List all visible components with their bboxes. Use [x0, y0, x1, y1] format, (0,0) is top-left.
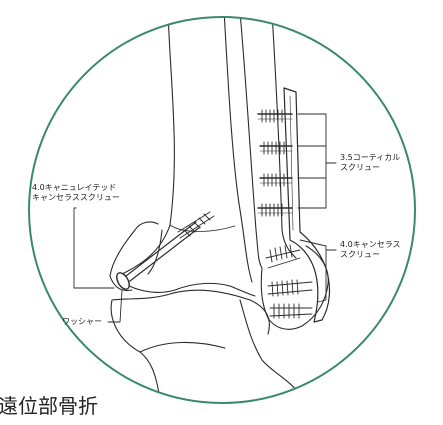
label-cannulated-screw-line2: キャンセラススクリュー [32, 193, 120, 203]
label-cancellous-screw-line1: 4.0キャンセラス [340, 240, 401, 250]
caption: 遠位部骨折 [0, 394, 98, 418]
label-cancellous-screw: 4.0キャンセラス スクリュー [340, 240, 401, 260]
cancellous-screws [266, 245, 312, 318]
label-cortical-screw: 3.5コーティカル スクリュー [340, 153, 400, 173]
magnifier-circle [29, 17, 415, 403]
label-cannulated-screw: 4.0キャニュレイテッド キャンセラススクリュー [32, 183, 120, 203]
label-cancellous-screw-line2: スクリュー [340, 250, 401, 260]
label-cannulated-screw-line1: 4.0キャニュレイテッド [32, 183, 120, 193]
label-cortical-screw-line1: 3.5コーティカル [340, 153, 400, 163]
tibia-bone [118, 10, 174, 276]
talus [118, 278, 255, 296]
label-washer: ワッシャー [62, 317, 102, 327]
label-cortical-screw-line2: スクリュー [340, 163, 400, 173]
